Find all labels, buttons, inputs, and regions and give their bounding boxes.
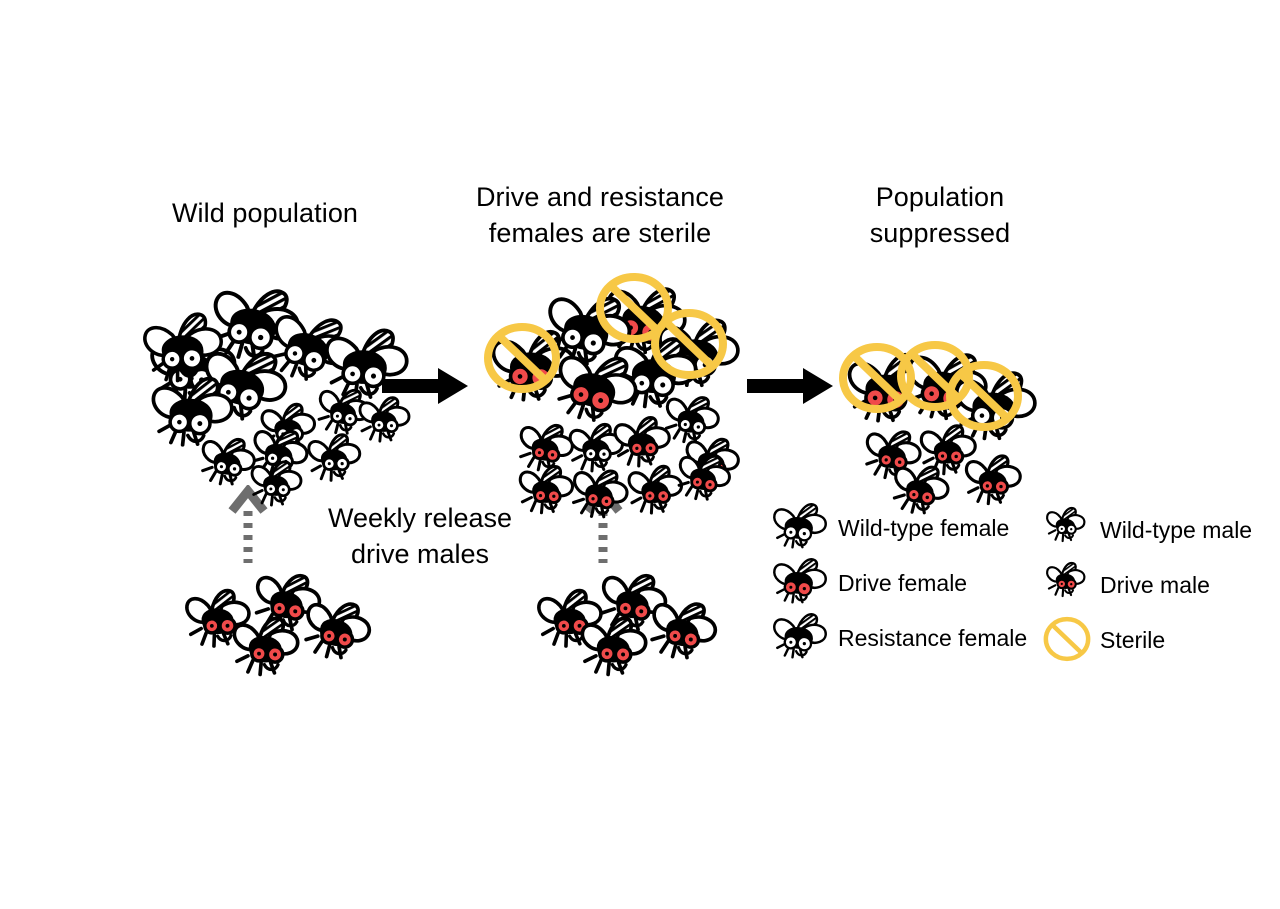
panel-title-wild: Wild population bbox=[171, 198, 359, 228]
legend-item-drive-male: Drive male bbox=[1042, 557, 1210, 613]
fly-drive-male bbox=[574, 603, 658, 681]
sterile-icon bbox=[1042, 612, 1094, 668]
fly-wild-type-male bbox=[658, 383, 729, 449]
legend-label: Sterile bbox=[1100, 626, 1166, 653]
sterile-icon bbox=[595, 272, 673, 349]
sterile-icon bbox=[483, 322, 561, 399]
legend-label: Drive male bbox=[1100, 571, 1210, 598]
panel-title-suppressed: Population suppressed bbox=[869, 182, 1011, 248]
legend-item-wild-type-female: Wild-type female bbox=[770, 500, 1009, 556]
fly-wild-type-female bbox=[320, 318, 416, 407]
fly-wild-type-male bbox=[311, 375, 381, 440]
fly-wild-type-female bbox=[540, 282, 639, 374]
legend-label: Wild-type male bbox=[1100, 516, 1253, 543]
fly-drive-male bbox=[642, 585, 730, 668]
legend-label: Drive female bbox=[838, 569, 968, 596]
fly-drive-male bbox=[914, 412, 986, 479]
sterile-icon bbox=[945, 360, 1023, 437]
panel-title-drive: Drive and resistance females are sterile bbox=[475, 182, 725, 248]
wild-type-male-icon bbox=[1042, 502, 1094, 558]
arrow-stage2-to-stage3 bbox=[745, 365, 835, 412]
fly-drive-male bbox=[621, 453, 692, 519]
legend-item-drive-female: Drive female bbox=[770, 555, 967, 611]
legend-item-resistance-female: Resistance female bbox=[770, 610, 1027, 666]
fly-drive-male bbox=[671, 441, 741, 506]
legend-label: Resistance female bbox=[838, 624, 1028, 651]
legend: Wild-type female Drive female bbox=[770, 500, 1270, 675]
wild-type-female-icon bbox=[770, 500, 832, 556]
legend-item-sterile: Sterile bbox=[1042, 612, 1165, 668]
fly-drive-male bbox=[226, 603, 310, 681]
weekly-release-caption: Weekly release drive males bbox=[327, 503, 513, 570]
sterile-icon bbox=[838, 342, 916, 419]
fly-drive-male bbox=[296, 585, 384, 668]
sterile-icon bbox=[650, 308, 728, 385]
fly-drive-male bbox=[886, 451, 960, 520]
fly-wild-type-female bbox=[135, 299, 234, 393]
drive-female-icon bbox=[770, 555, 832, 611]
fly-drive-male bbox=[607, 403, 681, 472]
fly-drive-male bbox=[177, 574, 262, 654]
fly-drive-male bbox=[513, 411, 583, 476]
fly-wild-type-female bbox=[609, 326, 706, 416]
fly-wild-type-male bbox=[563, 411, 633, 476]
release-arrow-left bbox=[228, 483, 268, 570]
fly-wild-type-male bbox=[354, 386, 419, 446]
legend-item-wild-type-male: Wild-type male bbox=[1042, 502, 1252, 558]
resistance-female-icon bbox=[770, 610, 832, 666]
fly-wild-type-male bbox=[246, 450, 310, 509]
fly-wild-type-female bbox=[207, 275, 308, 369]
legend-label: Wild-type female bbox=[838, 514, 1010, 541]
drive-male-icon bbox=[1042, 557, 1094, 613]
fly-drive-female bbox=[549, 340, 646, 431]
fly-wild-type-male bbox=[301, 421, 371, 486]
fly-drive-male bbox=[959, 443, 1030, 509]
fly-wild-type-female bbox=[146, 365, 242, 455]
fly-drive-male bbox=[565, 456, 638, 524]
fly-drive-male bbox=[513, 454, 582, 518]
arrow-stage1-to-stage2 bbox=[380, 365, 470, 412]
fly-wild-type-female bbox=[263, 300, 361, 393]
fly-wild-type-male bbox=[195, 425, 265, 490]
